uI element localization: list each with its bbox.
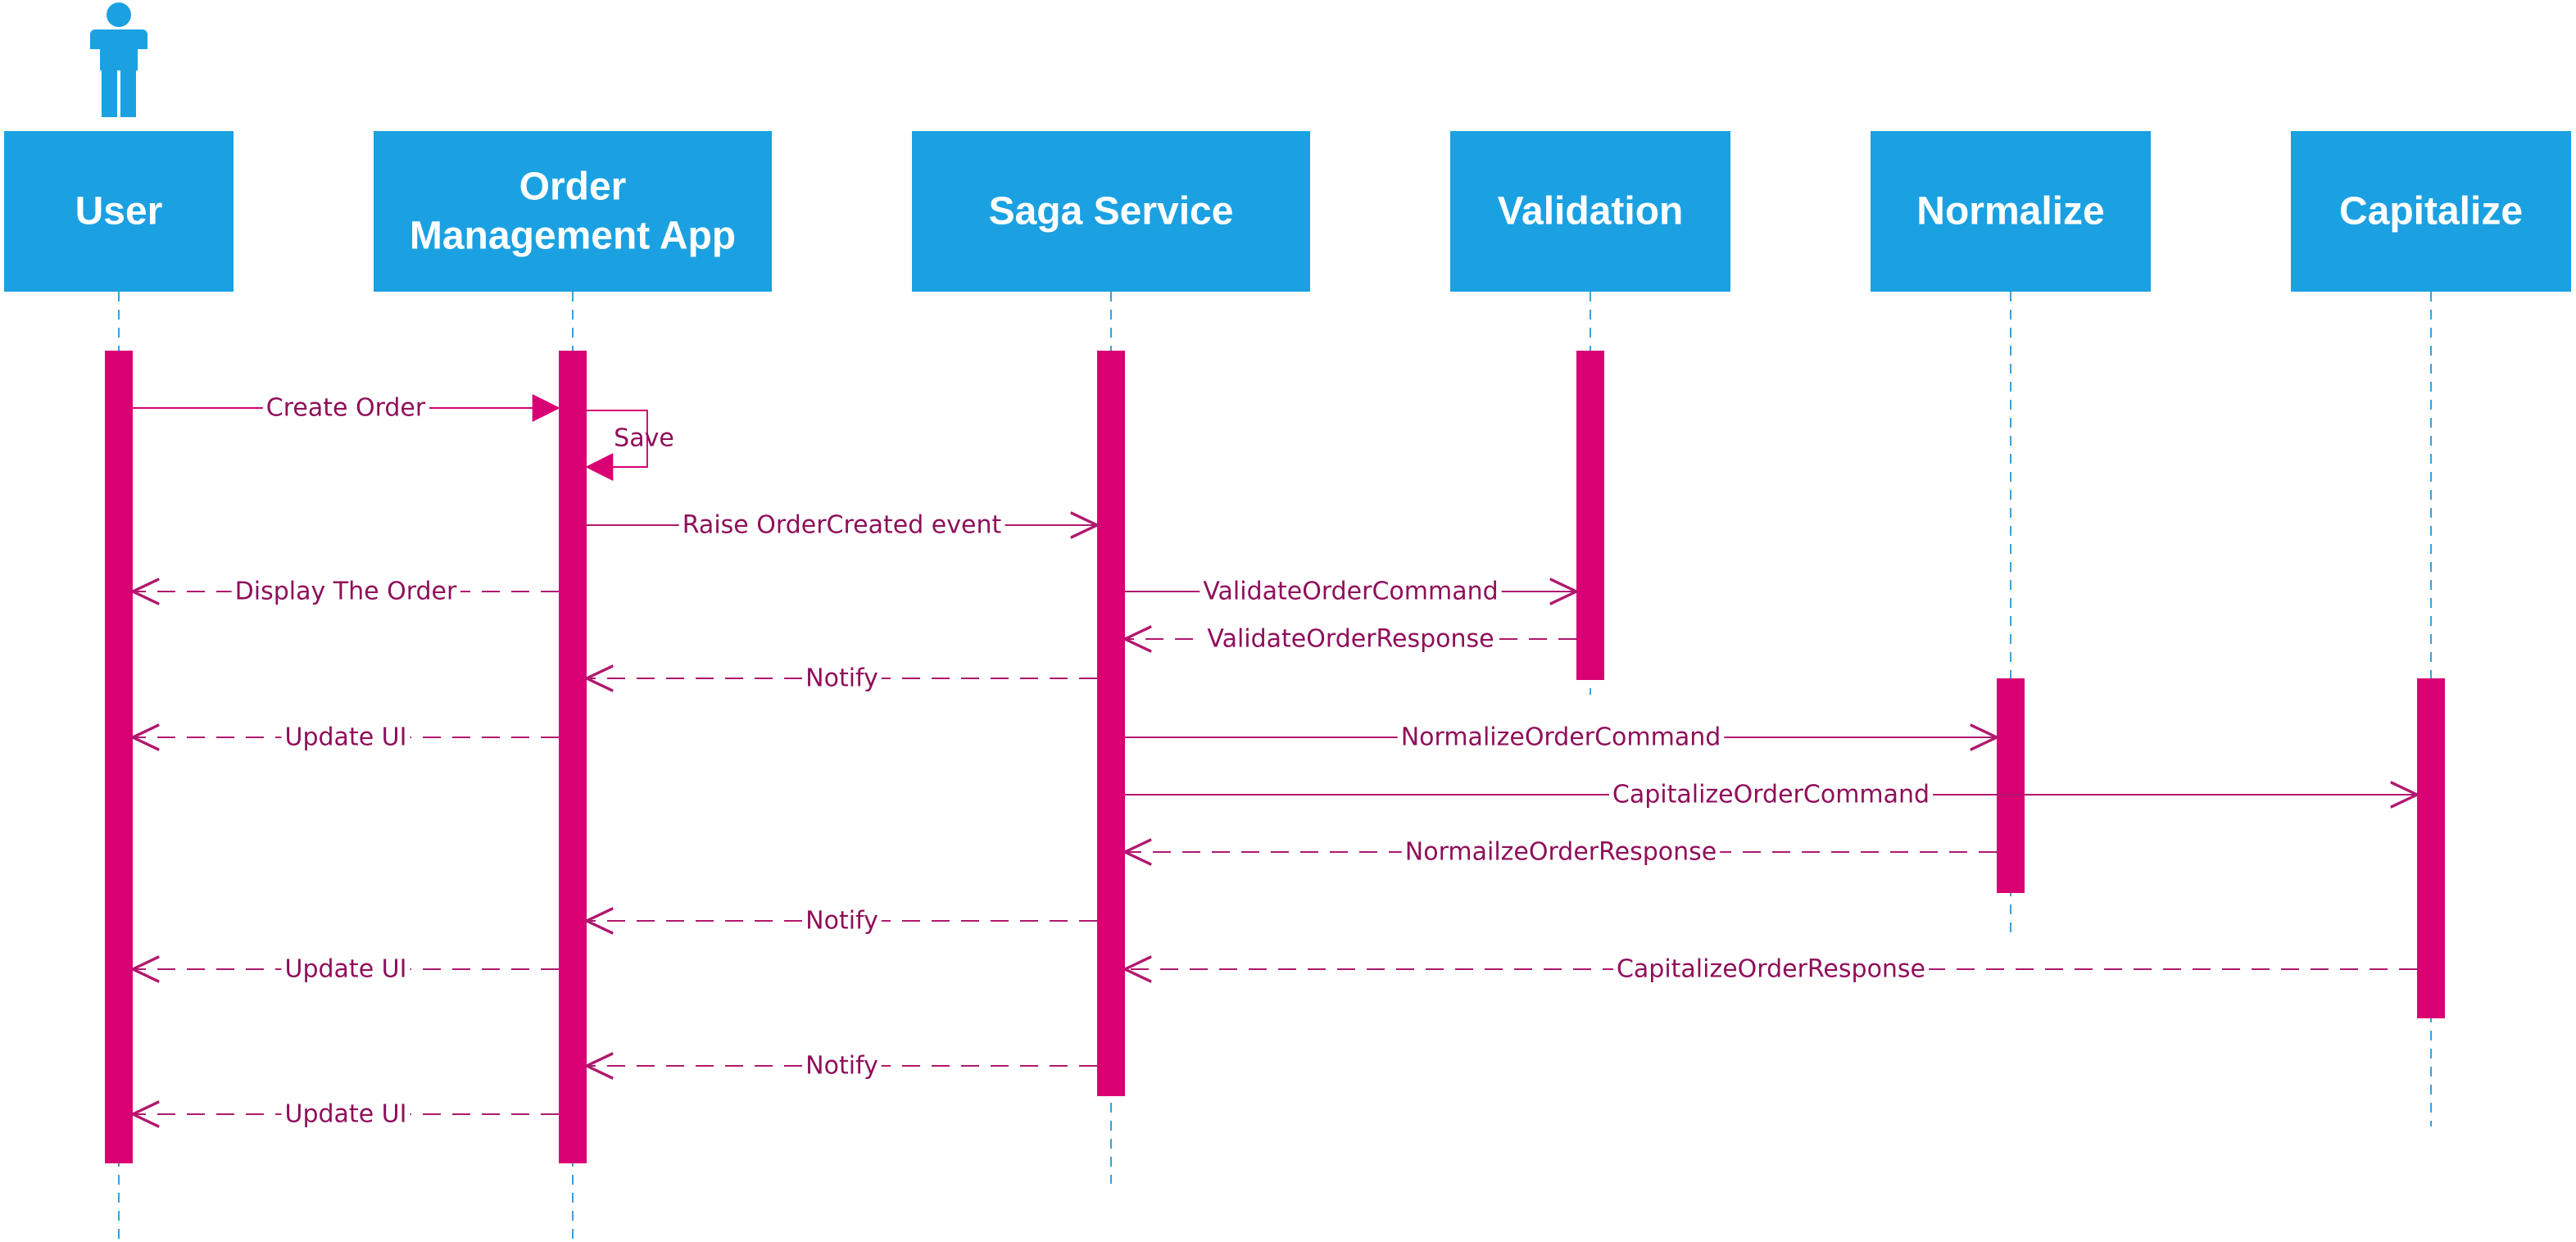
participant-saga: Saga Service bbox=[912, 131, 1310, 292]
label-background bbox=[231, 577, 461, 606]
message-return: Update UI bbox=[133, 954, 559, 984]
participant-name: Capitalize bbox=[2339, 190, 2523, 233]
activation-bar-user bbox=[105, 351, 133, 1163]
message-label: Update UI bbox=[285, 955, 407, 984]
message-label: Display The Order bbox=[235, 578, 457, 606]
message-call: CapitalizeOrderCommand bbox=[1125, 780, 2417, 809]
message-label: ValidateOrderCommand bbox=[1203, 578, 1498, 606]
message-call: Create Order bbox=[133, 393, 560, 423]
message-return: Update UI bbox=[133, 723, 559, 752]
message-return: Notify bbox=[587, 664, 1097, 693]
message-return: Update UI bbox=[133, 1099, 559, 1129]
message-call: Save bbox=[585, 410, 674, 481]
message-call: ValidateOrderCommand bbox=[1125, 577, 1576, 606]
label-background bbox=[281, 1099, 410, 1129]
label-background bbox=[1204, 624, 1498, 654]
label-background bbox=[281, 954, 410, 984]
lifelines bbox=[118, 292, 2432, 1242]
participant-box bbox=[1871, 131, 2151, 292]
participant-box bbox=[4, 131, 234, 292]
message-label: Notify bbox=[805, 907, 878, 936]
person-icon bbox=[90, 2, 147, 117]
label-background bbox=[1401, 837, 1721, 867]
message-label: Update UI bbox=[285, 1100, 407, 1129]
message-label: Notify bbox=[805, 664, 878, 693]
message-label: Save bbox=[614, 424, 674, 453]
participant-normalize: Normalize bbox=[1871, 131, 2151, 292]
message-label: Notify bbox=[805, 1052, 878, 1081]
activation-bar-validation bbox=[1576, 351, 1604, 680]
participant-name: Management App bbox=[410, 215, 736, 258]
participant-name: User bbox=[75, 190, 163, 233]
participant-validation: Validation bbox=[1450, 131, 1730, 292]
participant-box bbox=[374, 131, 772, 292]
message-label: Raise OrderCreated event bbox=[683, 511, 1002, 540]
participant-user: User bbox=[4, 131, 234, 292]
label-background bbox=[802, 1051, 882, 1081]
label-background bbox=[1612, 954, 1930, 984]
message-label: CapitalizeOrderCommand bbox=[1612, 781, 1930, 809]
message-return: Notify bbox=[587, 906, 1097, 936]
participant-name: Saga Service bbox=[989, 190, 1234, 233]
activation-bars bbox=[105, 351, 2445, 1163]
self-message-arrow bbox=[585, 410, 648, 481]
message-label: NormalizeOrderCommand bbox=[1401, 723, 1721, 752]
message-return: Notify bbox=[587, 1051, 1097, 1081]
message-call: NormalizeOrderCommand bbox=[1125, 723, 1997, 752]
message-label: Update UI bbox=[285, 723, 407, 752]
activation-bar-oma bbox=[559, 351, 587, 1163]
message-label: CapitalizeOrderResponse bbox=[1617, 955, 1925, 984]
label-background bbox=[281, 723, 410, 752]
label-background bbox=[1200, 577, 1502, 606]
message-label: ValidateOrderResponse bbox=[1207, 625, 1494, 654]
message-call: Raise OrderCreated event bbox=[587, 510, 1097, 540]
label-background bbox=[1397, 723, 1725, 752]
message-return: ValidateOrderResponse bbox=[1125, 624, 1576, 654]
participant-box bbox=[1450, 131, 1730, 292]
activation-bar-capitalize bbox=[2417, 678, 2445, 1018]
participant-name: Order bbox=[519, 165, 627, 209]
participant-box bbox=[912, 131, 1310, 292]
label-background bbox=[678, 510, 1005, 540]
activation-bar-normalize bbox=[1997, 678, 2025, 893]
label-background bbox=[1608, 780, 1934, 809]
participant-name: Normalize bbox=[1916, 190, 2104, 233]
participant-box bbox=[2291, 131, 2571, 292]
message-label: NormailzeOrderResponse bbox=[1405, 838, 1717, 867]
participant-capitalize: Capitalize bbox=[2291, 131, 2571, 292]
message-return: NormailzeOrderResponse bbox=[1125, 837, 1997, 867]
label-background bbox=[802, 906, 882, 936]
label-background bbox=[262, 393, 429, 423]
activation-bar-saga bbox=[1097, 351, 1125, 1096]
message-return: CapitalizeOrderResponse bbox=[1125, 954, 2417, 984]
participant-name: Validation bbox=[1498, 190, 1684, 233]
label-background bbox=[802, 664, 882, 693]
message-label: Create Order bbox=[266, 394, 426, 423]
message-return: Display The Order bbox=[133, 577, 559, 606]
